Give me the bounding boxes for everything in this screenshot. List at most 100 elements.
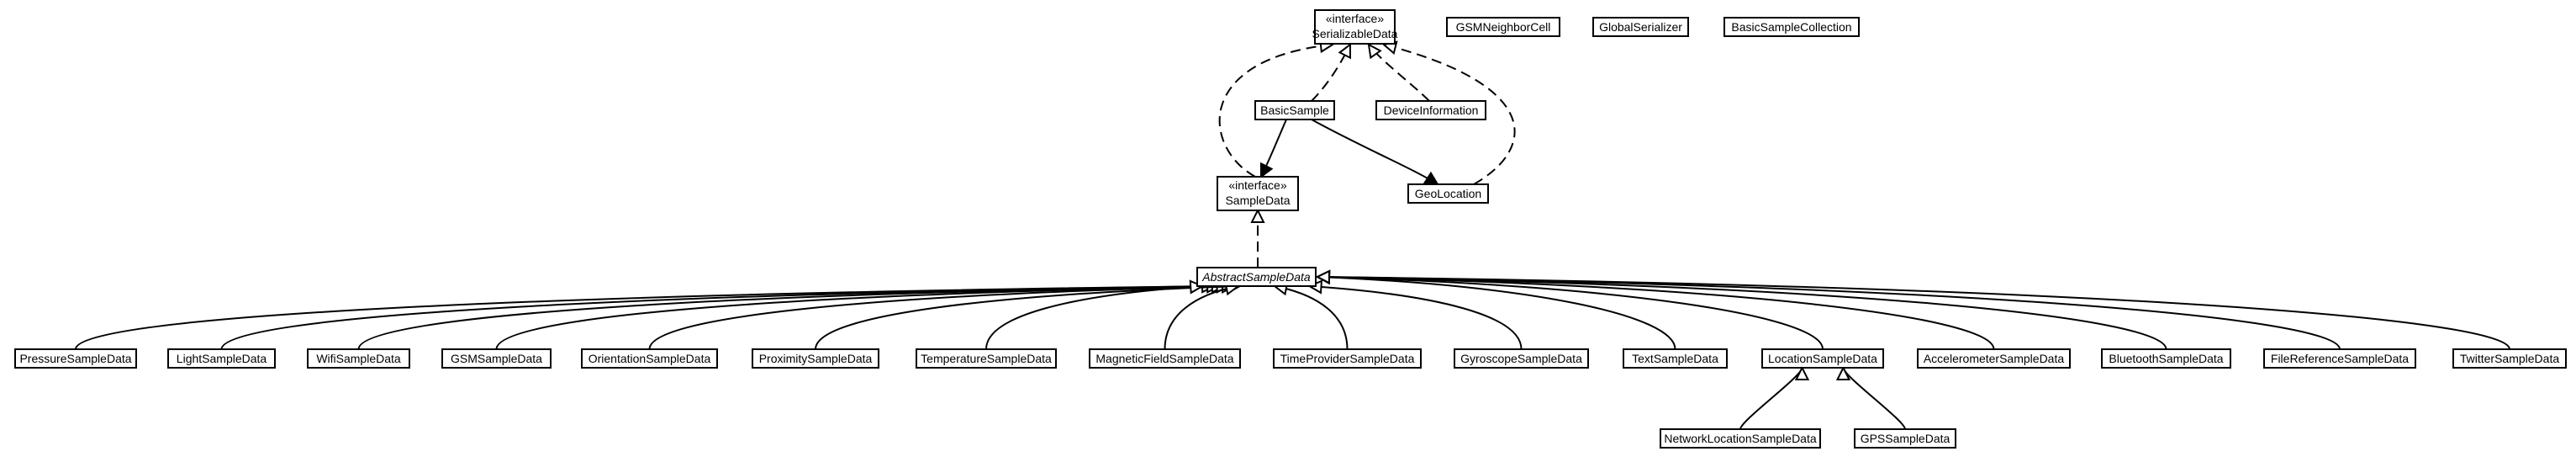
class-name: NetworkLocationSampleData [1664,432,1817,445]
generalization-line [1842,367,1906,430]
generalization-line [495,285,1229,350]
edges-layer [75,38,2510,430]
generalization-line [1739,367,1803,430]
class-location-sample-data: LocationSampleData [1761,348,1884,369]
generalization-line [1309,285,1523,350]
edge-bluetooth-sample-data-to-abstract-sample-data [1315,269,2167,350]
arrowhead-hollow-triangle [1367,43,1382,60]
class-box [1854,428,1956,449]
generalization-line [1317,276,1995,350]
arrowhead-hollow-triangle [1315,269,1331,284]
class-name: GyroscopeSampleData [1460,352,1582,365]
arrowhead-hollow-triangle [1794,365,1810,380]
class-box [1314,9,1396,45]
arrowhead-hollow-triangle [1835,365,1851,380]
class-name: BluetoothSampleData [2109,352,2223,365]
class-magnetic-field-sample-data: MagneticFieldSampleData [1089,348,1241,369]
class-box [1375,100,1486,120]
class-name: ProximitySampleData [759,352,873,365]
edge-abstract-sample-data-to-sample-data [1250,208,1265,268]
arrowhead-filled [1260,162,1274,178]
class-sample-data: «interface»SampleData [1217,176,1299,211]
class-name: FileReferenceSampleData [2271,352,2409,365]
edge-twitter-sample-data-to-abstract-sample-data [1315,269,2510,350]
edge-network-location-sample-data-to-location-sample-data [1739,365,1810,430]
class-name: LightSampleData [177,352,267,365]
class-box [167,348,276,369]
class-gsm-neighbor-cell: GSMNeighborCell [1446,17,1560,37]
class-name: GPSSampleData [1861,432,1950,445]
edge-time-provider-sample-data-to-abstract-sample-data [1272,281,1349,350]
class-name: TextSampleData [1632,352,1718,365]
class-box [1917,348,2071,369]
class-serializable-data: «interface» SerializableData [1312,9,1398,45]
edge-basic-sample-to-serializable-data [1311,42,1351,102]
class-name: WifiSampleData [316,352,401,365]
generalization-line [357,285,1224,350]
class-box [1761,348,1884,369]
class-name: BasicSampleCollection [1731,20,1851,34]
association-line [1311,119,1438,185]
class-box [1446,17,1560,37]
class-box [1254,100,1335,120]
class-light-sample-data: LightSampleData [167,348,276,369]
realization-line [1383,44,1516,185]
class-name: BasicSample [1260,104,1329,117]
arrowhead-hollow-triangle [1189,279,1205,295]
edge-temperature-sample-data-to-abstract-sample-data [985,279,1205,350]
class-box [1273,348,1422,369]
generalization-line [648,285,1234,350]
class-box [1723,17,1860,37]
generalization-line [1317,276,1676,350]
class-wifi-sample-data: WifiSampleData [307,348,410,369]
generalization-line [220,285,1220,350]
class-box [1623,348,1728,369]
edge-basic-sample-to-geo-location [1311,119,1439,186]
class-name: PressureSampleData [19,352,131,365]
class-file-reference-sample-data: FileReferenceSampleData [2263,348,2416,369]
class-stereotype: «interface» [1228,178,1286,192]
class-box [2452,348,2567,369]
class-name: GeoLocation [1415,187,1481,200]
class-box [916,348,1057,369]
class-name: GlobalSerializer [1599,20,1682,34]
class-box [1089,348,1241,369]
class-bluetooth-sample-data: BluetoothSampleData [2101,348,2231,369]
realization-line [1311,44,1351,102]
class-proximity-sample-data: ProximitySampleData [752,348,879,369]
generalization-line [815,285,1240,350]
class-box [581,348,718,369]
class-time-provider-sample-data: TimeProviderSampleData [1273,348,1422,369]
arrowhead-hollow-triangle [1338,42,1351,60]
arrowhead-filled [1423,171,1439,186]
class-gps-sample-data: GPSSampleData [1854,428,1956,449]
class-name: AccelerometerSampleData [1924,352,2065,365]
class-name: SerializableData [1312,27,1398,40]
edge-device-information-to-serializable-data [1367,43,1430,102]
edge-magnetic-field-sample-data-to-abstract-sample-data [1164,281,1240,350]
class-gyroscope-sample-data: GyroscopeSampleData [1454,348,1589,369]
class-basic-sample-collection: BasicSampleCollection [1723,17,1860,37]
edge-gps-sample-data-to-location-sample-data [1835,365,1906,430]
class-text-sample-data: TextSampleData [1623,348,1728,369]
class-name: LocationSampleData [1768,352,1877,365]
class-box [307,348,410,369]
class-twitter-sample-data: TwitterSampleData [2452,348,2567,369]
realization-line [1218,44,1333,178]
class-stereotype: «interface» [1326,12,1384,25]
generalization-line [1317,276,2167,350]
generalization-line [1317,276,2341,350]
generalization-line [985,285,1203,350]
class-box [2101,348,2231,369]
class-box [1196,267,1317,287]
generalization-line [1164,285,1238,350]
class-box [752,348,879,369]
class-basic-sample: BasicSample [1254,100,1335,120]
class-box [1454,348,1589,369]
class-device-information: DeviceInformation [1375,100,1486,120]
class-name: TwitterSampleData [2460,352,2559,365]
class-gsm-sample-data: GSMSampleData [441,348,552,369]
edge-gyroscope-sample-data-to-abstract-sample-data [1307,279,1523,350]
class-name: TimeProviderSampleData [1280,352,1415,365]
